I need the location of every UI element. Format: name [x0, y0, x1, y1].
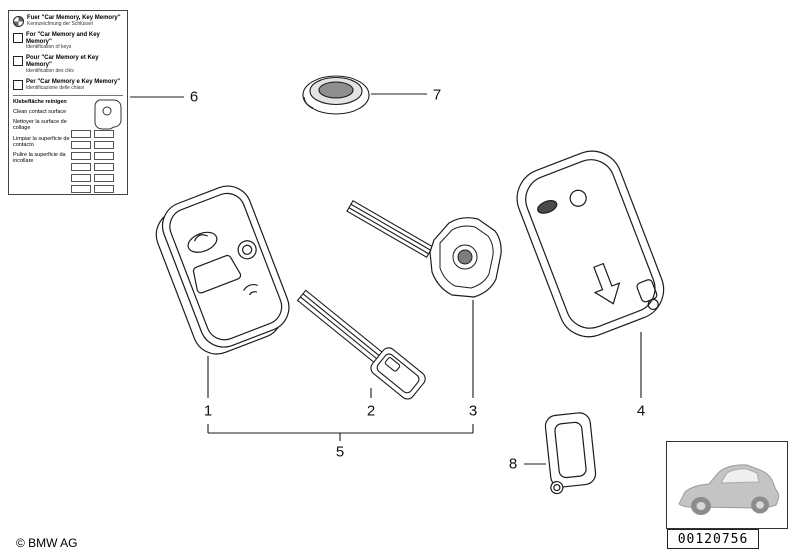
car-silhouette [678, 464, 780, 515]
part-2-key-blade [296, 289, 426, 400]
blank-label [71, 174, 91, 183]
bmw-roundel-icon [13, 16, 24, 27]
signal-icon [243, 284, 258, 296]
blank-label [94, 152, 114, 161]
part-4-key-cover [516, 150, 665, 338]
blank-square-icon [13, 79, 23, 90]
part-7-round-cap [302, 75, 370, 115]
cleaning-note: Klebefläche reinigen [13, 99, 67, 106]
blank-label [94, 185, 114, 194]
label-entry: Fuer "Car Memory, Key Memory" Kennzeichn… [13, 15, 123, 28]
blank-label [71, 141, 91, 150]
callout-7[interactable]: 7 [432, 86, 442, 104]
blank-label [71, 163, 91, 172]
label-entry-subtitle: Kennzeichnung der Schlüssel [27, 20, 93, 27]
callout-8[interactable]: 8 [508, 455, 518, 473]
cleaning-note: Pulire la superficie da incollare [13, 151, 66, 164]
callout-2[interactable]: 2 [366, 402, 376, 420]
car-button-icon [187, 231, 218, 253]
part-3-transponder-key [346, 200, 502, 298]
label-entry-subtitle: Identification des clés [26, 67, 74, 74]
blank-label-grid [71, 130, 114, 194]
callout-4[interactable]: 4 [636, 402, 646, 420]
blank-square-icon [13, 56, 23, 67]
cleaning-note: Limpiar la superficie de contacto [13, 135, 70, 148]
car-thumbnail-box [666, 441, 788, 529]
blank-label [94, 141, 114, 150]
callout-3[interactable]: 3 [468, 402, 478, 420]
keyhole-slot [537, 200, 558, 214]
part-1-remote-key [155, 185, 290, 355]
document-number-text: 00120756 [677, 531, 749, 547]
callout-1[interactable]: 1 [203, 402, 213, 420]
label-entry: For "Car Memory and Key Memory" Identifi… [13, 32, 123, 52]
cleaning-note: Clean contact surface [13, 109, 67, 116]
roundel-mark [569, 189, 587, 207]
blank-label [71, 185, 91, 194]
blank-label [71, 130, 91, 139]
document-number: 00120756 [667, 529, 759, 549]
cleaning-instructions: Klebefläche reinigen Clean contact surfa… [13, 95, 123, 194]
label-entry-title: Per "Car Memory e Key Memory" [26, 78, 121, 85]
label-entry-title: Pour "Car Memory et Key Memory" [26, 55, 99, 69]
blank-label [94, 174, 114, 183]
key-outline-icon [94, 99, 122, 130]
copyright-text: © BMW AG [16, 536, 78, 550]
label-entry-title: For "Car Memory and Key Memory" [26, 31, 100, 45]
panic-button [237, 240, 257, 260]
callout-5[interactable]: 5 [335, 443, 345, 461]
label-entry-subtitle: Identification of keys [26, 44, 72, 51]
label-entry: Per "Car Memory e Key Memory" Identifica… [13, 79, 123, 92]
instruction-label-sheet: Fuer "Car Memory, Key Memory" Kennzeichn… [8, 10, 128, 195]
direction-arrow [593, 262, 621, 305]
cleaning-note: Nettoyer la surface de collage [13, 119, 67, 132]
blank-label [94, 163, 114, 172]
blank-square-icon [13, 32, 23, 43]
label-entry-subtitle: Identificazione delle chiavi [26, 84, 85, 91]
part-8-clip [544, 412, 597, 495]
label-entry: Pour "Car Memory et Key Memory" Identifi… [13, 55, 123, 75]
blank-label [71, 152, 91, 161]
blank-label [94, 130, 114, 139]
callout-6[interactable]: 6 [189, 88, 199, 106]
trunk-button [192, 254, 242, 294]
callout-lines [130, 93, 642, 465]
label-entry-title: Fuer "Car Memory, Key Memory" [27, 15, 121, 21]
